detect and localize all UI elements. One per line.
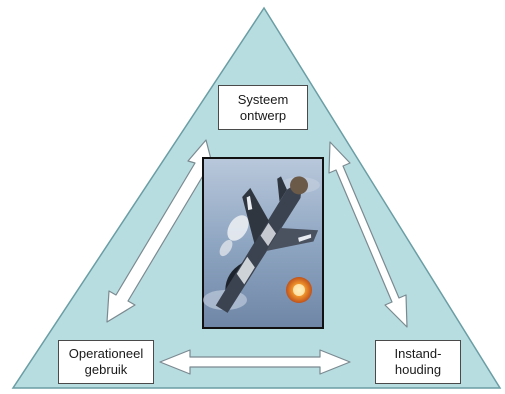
- node-top-line1: Systeem: [237, 91, 289, 107]
- node-instandhouding: Instand- houding: [375, 340, 461, 384]
- fighter-jet-photo: [202, 157, 324, 329]
- node-right-line2: houding: [394, 362, 442, 377]
- node-top-line2: ontwerp: [239, 107, 287, 123]
- node-systeem-ontwerp: Systeem ontwerp: [218, 85, 308, 130]
- node-left-line1: Operationeel: [68, 346, 144, 361]
- double-arrow-right: [328, 141, 408, 328]
- node-right-line1: Instand-: [394, 346, 442, 361]
- node-left-line2: gebruik: [84, 362, 128, 377]
- node-operationeel-gebruik: Operationeel gebruik: [58, 340, 154, 384]
- double-arrow-bottom: [159, 349, 351, 375]
